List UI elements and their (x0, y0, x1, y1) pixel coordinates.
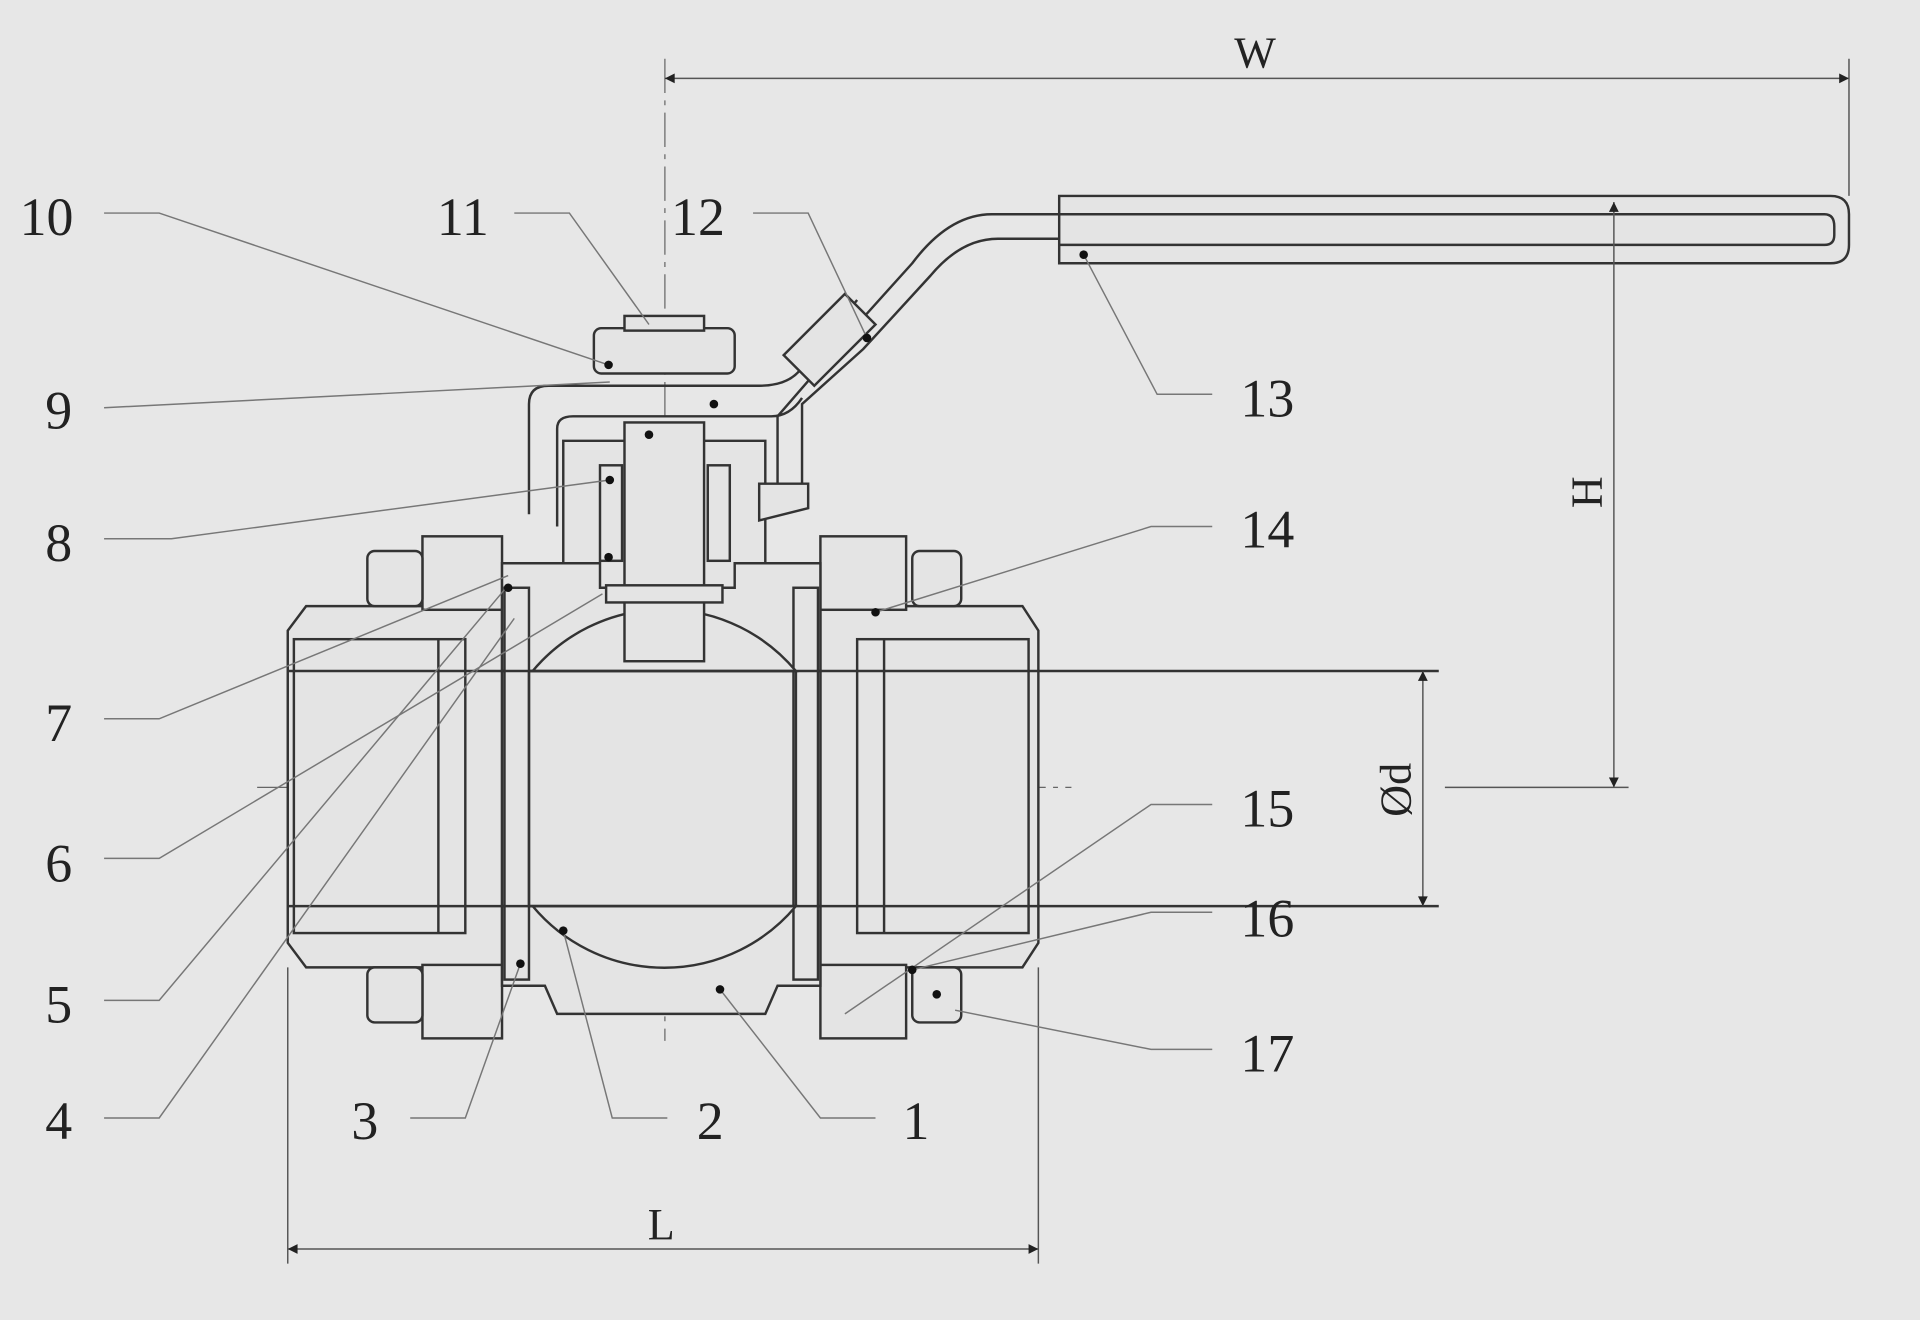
part-label-17: 17 (1240, 1023, 1294, 1083)
right-end-cap (819, 604, 1040, 969)
lever-clip (781, 292, 878, 388)
stem-top (623, 314, 706, 332)
packing (598, 464, 624, 563)
lever-stop (757, 482, 810, 522)
dimension-l-label: L (648, 1200, 675, 1249)
bolt-head (911, 549, 963, 608)
part-label-16: 16 (1240, 889, 1294, 949)
part-label-9: 9 (45, 381, 72, 441)
left-seat (503, 586, 531, 981)
part-label-3: 3 (351, 1091, 378, 1151)
bolt-head (366, 966, 424, 1024)
part-label-1: 1 (902, 1091, 929, 1151)
stem (623, 421, 706, 663)
stem-nut (592, 326, 736, 375)
part-label-13: 13 (1240, 368, 1294, 428)
leader-dots (503, 250, 1088, 999)
thrust-washer (604, 584, 724, 604)
part-label-15: 15 (1240, 779, 1294, 839)
bore (500, 669, 822, 908)
part-label-8: 8 (45, 513, 72, 573)
dimension-h-label: H (1563, 476, 1612, 508)
part-label-14: 14 (1240, 499, 1294, 559)
leader-lines (104, 212, 1213, 1119)
handle-grip (1057, 194, 1851, 265)
dimension-w-label: W (1234, 28, 1276, 77)
left-flange-bottom (421, 963, 504, 1040)
right-seat (792, 586, 820, 981)
part-label-6: 6 (45, 834, 72, 894)
bolt-head (366, 549, 424, 608)
part-label-7: 7 (45, 693, 72, 753)
part-label-12: 12 (671, 187, 725, 247)
dimension-bore-label: Ød (1372, 763, 1421, 817)
part-label-11: 11 (437, 187, 489, 247)
part-label-4: 4 (45, 1091, 72, 1151)
part-label-10: 10 (20, 187, 74, 247)
lever-arm (527, 299, 859, 515)
left-flange-top (421, 535, 504, 612)
part-label-2: 2 (697, 1091, 724, 1151)
packing (706, 464, 732, 563)
part-label-5: 5 (45, 974, 72, 1034)
right-flange-top (819, 535, 908, 612)
